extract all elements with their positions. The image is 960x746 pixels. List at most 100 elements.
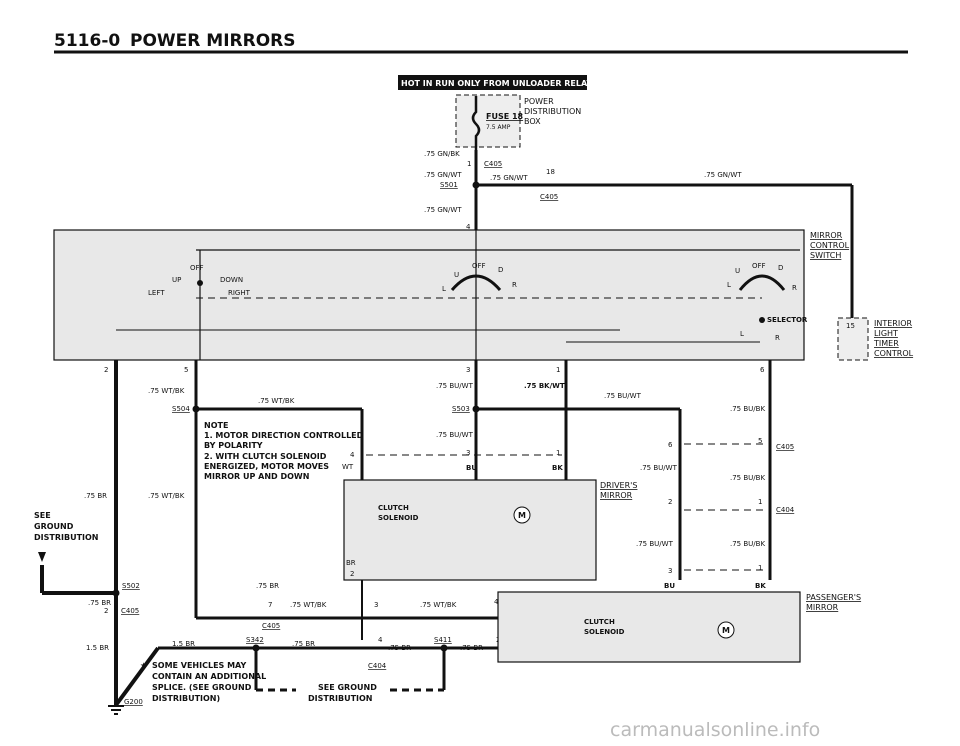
selector-label: SELECTOR	[767, 316, 808, 324]
wire-br-h2: .75 BR	[388, 644, 411, 652]
hot-banner	[398, 75, 587, 90]
pin-c405-1: 1	[467, 160, 471, 168]
pass-clutch-2: SOLENOID	[584, 628, 625, 636]
rocker-mid-u: U	[454, 271, 459, 279]
power-box-line3: BOX	[524, 117, 541, 126]
conn-c404-right: C404	[776, 506, 795, 514]
switch-label-1: MIRROR	[810, 231, 843, 240]
conn-c405-left: C405	[121, 607, 139, 615]
interior-timer	[837, 317, 869, 361]
wire-br-drv: BR	[346, 559, 356, 567]
rocker-mid-d: D	[498, 266, 503, 274]
pin-4-c404: 4	[378, 636, 383, 644]
pin-4-wt: 4	[350, 451, 355, 459]
wire-br-h1: .75 BR	[292, 640, 315, 648]
pin-3-pass: 3	[668, 567, 672, 575]
rocker-mid-arc	[450, 274, 502, 291]
drv-clutch-2: SOLENOID	[378, 514, 419, 522]
selector-r: R	[775, 334, 780, 342]
pin-3-mid: 3	[466, 366, 470, 374]
wire-wtbk-3: .75 WT/BK	[148, 492, 185, 500]
pin-6-c405: 6	[668, 441, 673, 449]
splice-s501: S501	[440, 181, 458, 189]
joy-off: OFF	[190, 264, 204, 272]
pass-motor	[717, 621, 735, 639]
ground-ref-arrow	[38, 552, 46, 562]
note-line3: 2. WITH CLUTCH SOLENOID	[204, 452, 327, 461]
pass-motor-label: M	[722, 626, 730, 635]
footnote-2: CONTAIN AN ADDITIONAL	[152, 672, 266, 681]
drv-motor-label: M	[518, 511, 526, 520]
ground-ref-3: DISTRIBUTION	[34, 533, 99, 542]
pass-mirror-1: PASSENGER'S	[806, 593, 861, 602]
note-line4: ENERGIZED, MOTOR MOVES	[204, 462, 329, 471]
power-box	[455, 94, 521, 148]
watermark: carmanualsonline.info	[610, 719, 820, 741]
wire-bkwt: .75 BK/WT	[524, 382, 565, 390]
footnote-3: SPLICE. (SEE GROUND	[152, 683, 252, 692]
drv-motor	[513, 506, 531, 524]
pin-2-left: 2	[104, 366, 108, 374]
wire-buwt-4: .75 BU/WT	[640, 464, 678, 472]
wire-br-left2: .75 BR	[88, 599, 111, 607]
wire-br15-h: 1.5 BR	[172, 640, 195, 648]
joy-left: LEFT	[148, 289, 165, 297]
wire-buwt-1: .75 BU/WT	[436, 382, 474, 390]
wire-gnbk: .75 GN/BK	[424, 150, 460, 158]
splice-s342: S342	[246, 636, 264, 644]
wire-br-mid: .75 BR	[256, 582, 279, 590]
joy-down: DOWN	[220, 276, 243, 284]
rocker-right-off: OFF	[752, 262, 766, 270]
ground-g200: G200	[124, 698, 143, 706]
note-line5: MIRROR UP AND DOWN	[204, 472, 309, 481]
wire-br-h3: .75 BR	[460, 644, 483, 652]
selector-l: L	[740, 330, 744, 338]
conn-c405-top: C405	[484, 160, 502, 168]
wire-bk-drv: BK	[552, 464, 563, 472]
passengers-mirror	[497, 591, 801, 663]
pin-4-h: 4	[494, 598, 499, 606]
note-line1: 1. MOTOR DIRECTION CONTROLLED	[204, 431, 364, 440]
fuse-rating: 7.5 AMP	[486, 124, 511, 131]
mirror-control-switch	[53, 229, 805, 361]
pin-2-c405: 2	[104, 607, 108, 615]
splice-s502: S502	[122, 582, 140, 590]
footnote-star: ★	[140, 661, 147, 670]
pin-1-c404: 1	[758, 498, 762, 506]
rocker-mid-off: OFF	[472, 262, 486, 270]
wire-gnwt-4: .75 GN/WT	[424, 206, 462, 214]
pin-6-right: 6	[760, 366, 765, 374]
pin-5-left: 5	[184, 366, 188, 374]
timer-line3: TIMER	[873, 339, 899, 348]
wire-wt-drv: WT	[342, 463, 354, 471]
pass-clutch-1: CLUTCH	[584, 618, 615, 626]
wire-bubk-3: .75 BU/BK	[730, 540, 765, 548]
pass-mirror-2: MIRROR	[806, 603, 839, 612]
pin-7: 7	[268, 601, 272, 609]
timer-line1: INTERIOR	[874, 319, 913, 328]
timer-pin: 15	[846, 322, 855, 330]
note-line2: BY POLARITY	[204, 441, 263, 450]
wire-gnwt-3: .75 GN/WT	[704, 171, 742, 179]
harness-br15	[114, 646, 160, 707]
rocker-right-u: U	[735, 267, 740, 275]
splice-s502-dot	[112, 589, 120, 597]
wire-bk-pass: BK	[755, 582, 766, 590]
conn-c405-bottom: C405	[262, 622, 280, 630]
note-title: NOTE	[204, 421, 228, 430]
splice-s411: S411	[434, 636, 452, 644]
rocker-right-d: D	[778, 264, 783, 272]
wire-bu-pass: BU	[664, 582, 675, 590]
pin-1-mid: 1	[556, 366, 560, 374]
splice-s504: S504	[172, 405, 190, 413]
pin-2-c404: 2	[668, 498, 672, 506]
wire-bubk-2: .75 BU/BK	[730, 474, 765, 482]
page-title: POWER MIRRORS	[130, 31, 296, 51]
timer-line4: CONTROL	[874, 349, 914, 358]
conn-c405-mid: C405	[540, 193, 558, 201]
pin-1-drv: 1	[556, 449, 560, 457]
joy-up: UP	[172, 276, 181, 284]
pin-3-drv: 3	[466, 449, 470, 457]
power-box-line1: POWER	[524, 97, 554, 106]
